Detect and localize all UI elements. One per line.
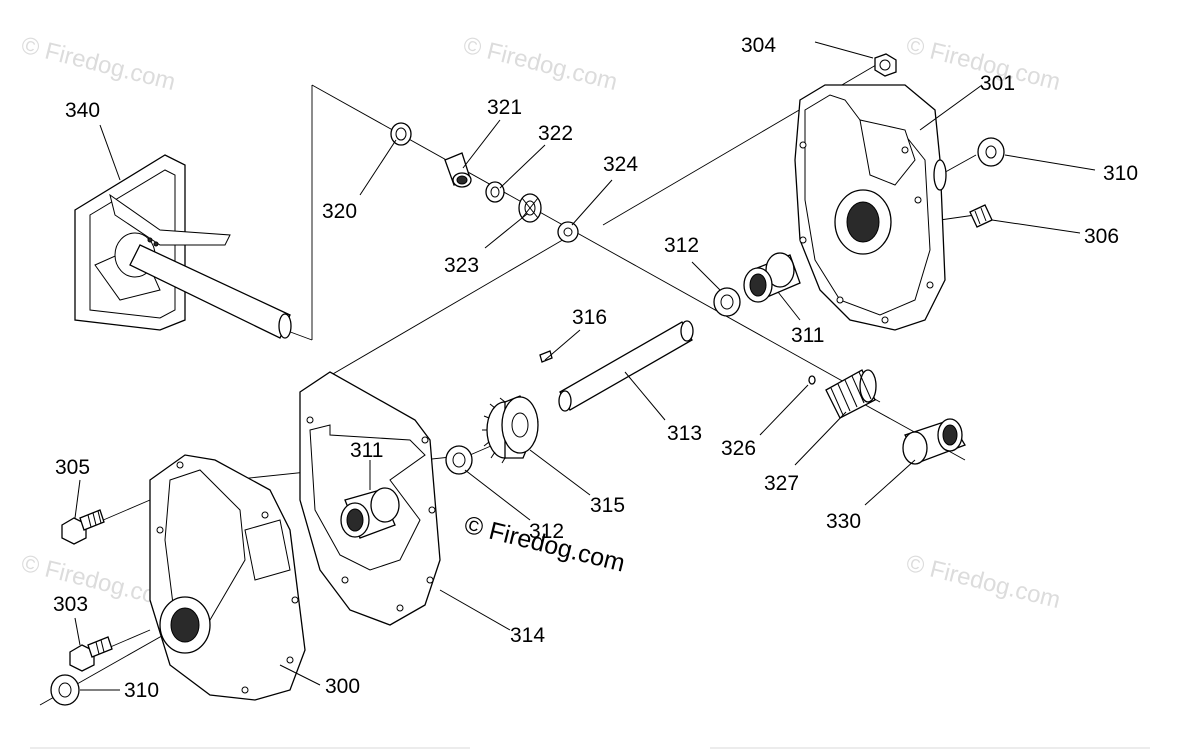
watermark-bottom-right: © Firedog.com (904, 550, 1064, 614)
callout-327: 327 (764, 472, 799, 495)
part-300-housing-left (149, 454, 306, 701)
callout-303: 303 (53, 593, 88, 616)
callout-310-top: 310 (1103, 162, 1138, 185)
part-315-gear (482, 395, 539, 464)
watermark-top-center: © Firedog.com (461, 32, 621, 96)
gear-teeth (482, 397, 506, 464)
watermark-top-left: © Firedog.com (19, 32, 179, 96)
callout-315: 315 (590, 494, 625, 517)
callout-305: 305 (55, 456, 90, 479)
callout-340: 340 (65, 99, 100, 122)
callout-321: 321 (487, 96, 522, 119)
part-320-washer (390, 122, 412, 146)
callout-310-bottom: 310 (124, 679, 159, 702)
part-311-bushing-top (743, 252, 801, 303)
callout-304: 304 (741, 34, 776, 57)
part-306-setscrew (969, 204, 993, 228)
part-340-impeller (74, 154, 292, 339)
callout-326: 326 (721, 437, 756, 460)
callout-316: 316 (572, 306, 607, 329)
part-324-washer (557, 221, 579, 243)
callout-313: 313 (667, 422, 702, 445)
callout-300: 300 (325, 675, 360, 698)
callout-330: 330 (826, 510, 861, 533)
part-316-key (539, 350, 553, 363)
part-301-housing-right (794, 84, 947, 331)
part-312-spacer-top (713, 287, 741, 317)
callout-312-mid: 312 (529, 520, 564, 543)
callout-301: 301 (980, 72, 1015, 95)
part-305-bolt (61, 509, 105, 545)
part-310-washer-top (977, 137, 1005, 167)
part-330-bushing (902, 418, 966, 465)
callout-labels: 340 320 321 322 323 324 304 301 310 306 … (53, 34, 1138, 702)
part-304-nut (874, 53, 897, 77)
leader-lines (74, 41, 1096, 691)
callout-311-mid: 311 (350, 439, 383, 462)
callout-311-top: 311 (791, 324, 824, 347)
part-326-pin (808, 375, 816, 385)
callout-306: 306 (1084, 225, 1119, 248)
part-327-worm (825, 369, 877, 419)
part-323-lock-washer (518, 193, 542, 223)
part-311-bushing-mid (340, 487, 400, 539)
part-312-spacer-mid (445, 445, 473, 475)
part-322-washer (485, 181, 505, 203)
part-313-shaft (558, 320, 694, 412)
callout-322: 322 (538, 122, 573, 145)
callout-323: 323 (444, 254, 479, 277)
part-321-bushing (444, 152, 472, 188)
callout-314: 314 (510, 624, 545, 647)
part-303-bolt (69, 636, 113, 672)
callout-324: 324 (603, 153, 638, 176)
part-310-washer-bottom (50, 674, 80, 706)
callout-312-top: 312 (664, 234, 699, 257)
callout-320: 320 (322, 200, 357, 223)
